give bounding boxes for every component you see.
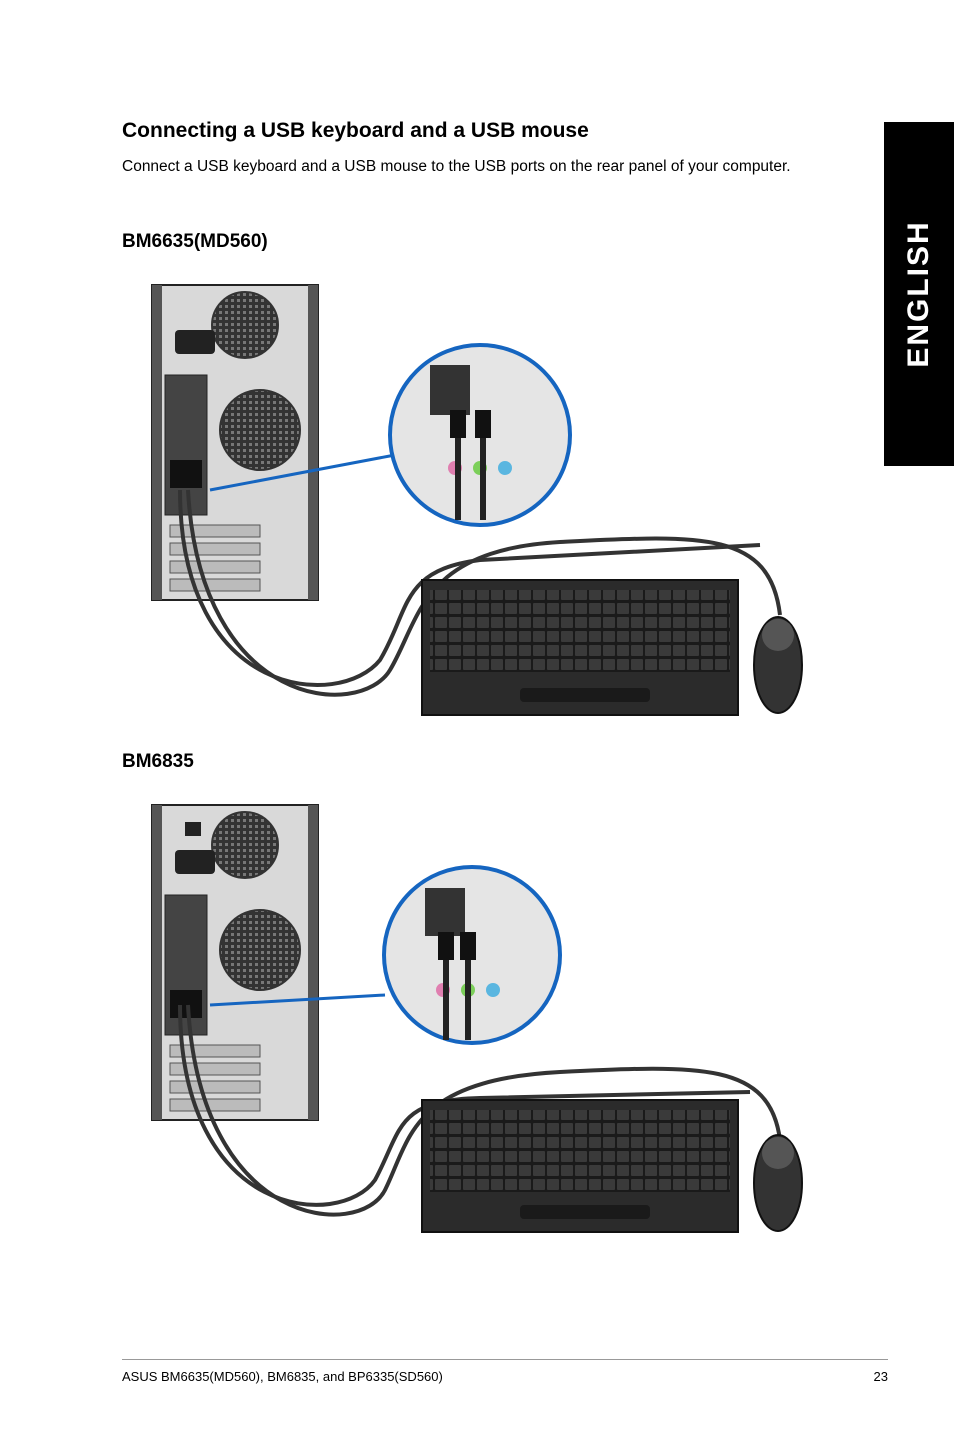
power-socket-icon xyxy=(175,330,215,354)
case-fan-icon xyxy=(219,909,301,991)
usb-keyboard xyxy=(421,579,739,716)
figure-1-model-title: BM6635(MD560) xyxy=(122,231,268,252)
language-side-tab: ENGLISH xyxy=(884,122,954,466)
footer-rule xyxy=(122,1359,888,1360)
psu-fan-icon xyxy=(211,811,279,879)
figure-2-model-title: BM6835 xyxy=(122,751,194,772)
pc-tower-rear xyxy=(151,284,319,601)
usb-port-icon xyxy=(430,365,470,415)
pc-tower-rear xyxy=(151,804,319,1121)
page-number: 23 xyxy=(873,1369,888,1384)
usb-mouse xyxy=(753,616,803,714)
figure-1-illustration xyxy=(151,284,803,716)
section-body: Connect a USB keyboard and a USB mouse t… xyxy=(122,158,791,175)
footer-document-title: ASUS BM6635(MD560), BM6835, and BP6335(S… xyxy=(122,1369,443,1384)
section-title: Connecting a USB keyboard and a USB mous… xyxy=(122,119,589,142)
usb-port-icon xyxy=(425,888,465,936)
io-panel xyxy=(164,374,208,516)
power-socket-icon xyxy=(175,850,215,874)
usb-keyboard xyxy=(421,1099,739,1233)
case-fan-icon xyxy=(219,389,301,471)
usb-mouse xyxy=(753,1134,803,1232)
usb-port-callout xyxy=(382,865,562,1045)
usb-port-callout xyxy=(388,343,572,527)
psu-fan-icon xyxy=(211,291,279,359)
language-label: ENGLISH xyxy=(902,220,935,368)
mouse-cable xyxy=(186,1004,782,1217)
figure-2-illustration xyxy=(151,804,803,1233)
power-switch-icon xyxy=(185,822,201,836)
